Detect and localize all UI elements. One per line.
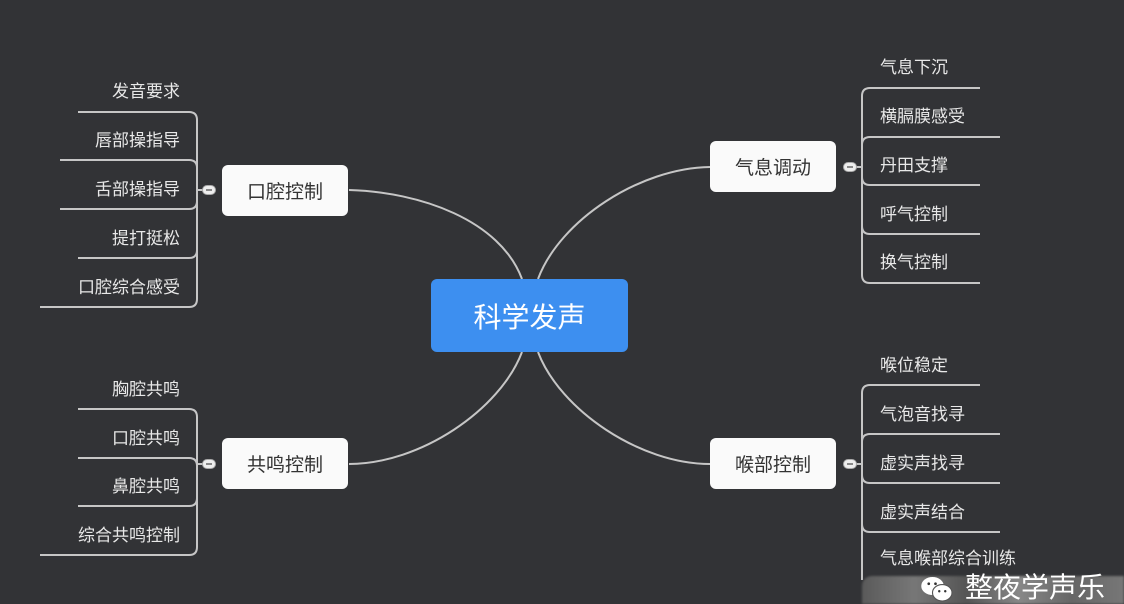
link-center-breath [537,166,711,280]
bracket-oral [40,111,209,308]
collapse-resonance-icon[interactable] [202,459,216,469]
leaf-item[interactable]: 喉位稳定 [880,356,948,376]
leaf-item[interactable]: 横膈膜感受 [880,107,965,127]
branch-oral-control[interactable]: 口腔控制 [222,165,348,216]
collapse-larynx-icon[interactable] [843,459,857,469]
leaf-item[interactable]: 虚实声结合 [880,503,965,523]
link-center-resonance [348,351,523,465]
central-topic[interactable]: 科学发声 [431,279,628,352]
leaf-item[interactable]: 口腔共鸣 [112,429,180,449]
leaf-item[interactable]: 虚实声找寻 [880,454,965,474]
watermark-blur-bar [862,576,1124,604]
link-center-oral [348,189,523,280]
watermark-text: 整夜学声乐 [965,571,1106,604]
leaf-item[interactable]: 气息下沉 [880,58,948,78]
leaf-item[interactable]: 气息喉部综合训练 [880,549,1016,569]
bracket-breath [850,87,1000,284]
leaf-item[interactable]: 提打挺松 [112,229,180,249]
collapse-oral-icon[interactable] [202,185,216,195]
leaf-item[interactable]: 呼气控制 [880,205,948,225]
leaf-item[interactable]: 丹田支撑 [880,156,948,176]
leaf-item[interactable]: 综合共鸣控制 [78,526,180,546]
branch-larynx-control[interactable]: 喉部控制 [710,438,836,489]
leaf-item[interactable]: 鼻腔共鸣 [112,477,180,497]
branch-resonance-control[interactable]: 共鸣控制 [222,438,348,489]
bracket-resonance [40,408,209,556]
leaf-item[interactable]: 口腔综合感受 [78,278,180,298]
wechat-icon [921,577,953,602]
leaf-item[interactable]: 舌部操指导 [95,180,180,200]
collapse-breath-icon[interactable] [843,162,857,172]
leaf-item[interactable]: 气泡音找寻 [880,405,965,425]
bracket-larynx [850,384,1000,580]
leaf-item[interactable]: 唇部操指导 [95,131,180,151]
leaf-item[interactable]: 胸腔共鸣 [112,380,180,400]
leaf-item[interactable]: 发音要求 [112,82,180,102]
branch-breath-control[interactable]: 气息调动 [710,141,836,192]
link-center-larynx [537,351,711,465]
leaf-item[interactable]: 换气控制 [880,253,948,273]
